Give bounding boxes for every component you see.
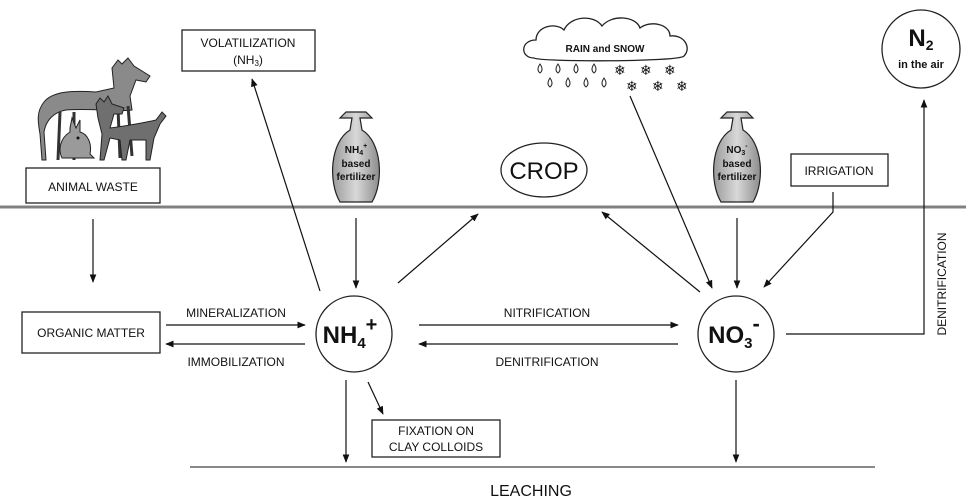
denitrification-vertical-label: DENITRIFICATION [935, 232, 949, 335]
animals-illustration [37, 57, 167, 161]
arrow-nh4-to-volatilization [251, 78, 321, 292]
arrow-nh4-to-crop [397, 213, 479, 284]
organic-matter-box [21, 311, 161, 354]
crop-label: CROP [509, 158, 578, 185]
nh4-fertilizer-bag: NH4+ based fertilizer [331, 111, 381, 203]
snowflake-icon: ❄ [652, 78, 664, 94]
doe-silhouette [37, 57, 151, 161]
snowflake-icon: ❄ [664, 62, 676, 78]
raindrop-icon [537, 63, 543, 74]
fixation-line2: CLAY COLLOIDS [389, 440, 483, 454]
snowflakes: ❄ ❄ ❄ ❄ ❄ ❄ [614, 62, 688, 94]
volatilization-box [181, 29, 316, 72]
immobilization-label: IMMOBILIZATION [187, 355, 284, 369]
nh4-node [315, 295, 393, 373]
rain-snow-cloud: RAIN and SNOW ❄ ❄ ❄ ❄ ❄ ❄ [523, 17, 688, 94]
arrow-rain-to-no3 [629, 95, 713, 289]
no3-formula: NO3- [708, 311, 760, 352]
snowflake-icon: ❄ [614, 62, 626, 78]
organic-matter-label: ORGANIC MATTER [37, 326, 145, 340]
raindrops [537, 63, 607, 88]
raindrop-icon [591, 63, 597, 74]
mineralization-label: MINERALIZATION [186, 306, 286, 320]
raindrop-icon [547, 77, 553, 88]
arrow-nh4-to-fixation [367, 381, 384, 415]
volatilization-formula: (NH3) [233, 53, 263, 68]
animal-waste-label: ANIMAL WASTE [48, 180, 138, 194]
bag-based-label: based [342, 159, 371, 170]
bag-shape [331, 111, 381, 203]
nh4-formula: NH4+ [323, 314, 378, 352]
irrigation-label: IRRIGATION [804, 164, 873, 178]
raindrop-icon [601, 77, 607, 88]
snowflake-icon: ❄ [676, 78, 688, 94]
bag-ion-label: NH4+ [345, 143, 367, 157]
arrow-no3-to-n2 [786, 99, 928, 335]
bag-fertilizer-label: fertilizer [718, 172, 757, 183]
fixation-line1: FIXATION ON [398, 424, 474, 438]
arrow-no3-to-crop [601, 211, 701, 293]
bag-ion-label: NO3- [726, 143, 748, 157]
snowflake-icon: ❄ [640, 62, 652, 78]
irrigation-box [790, 153, 889, 187]
flow-arrows [89, 78, 928, 463]
rain-snow-label: RAIN and SNOW [566, 44, 645, 55]
leaching-label: LEACHING [490, 483, 572, 500]
raindrop-icon [565, 77, 571, 88]
no3-node [697, 295, 775, 373]
nitrification-label: NITRIFICATION [504, 306, 590, 320]
raindrop-icon [573, 63, 579, 74]
n2-circle [881, 9, 961, 89]
fixation-box [371, 419, 501, 458]
denitrification-label: DENITRIFICATION [495, 355, 598, 369]
animal-waste-box [25, 167, 161, 204]
raindrop-icon [555, 63, 561, 74]
n2-caption: in the air [898, 59, 945, 71]
n2-formula: N2 [908, 25, 933, 53]
fawn-silhouette [95, 95, 167, 161]
volatilization-label: VOLATILIZATION [201, 36, 296, 50]
crop-ellipse [500, 142, 588, 198]
arrow-irrigation-to-no3 [763, 192, 834, 288]
bag-fertilizer-label: fertilizer [337, 172, 376, 183]
bag-based-label: based [723, 159, 752, 170]
cloud-shape [523, 17, 688, 62]
snowflake-icon: ❄ [626, 78, 638, 94]
bag-shape [712, 111, 762, 203]
no3-fertilizer-bag: NO3- based fertilizer [712, 111, 762, 203]
raindrop-icon [583, 77, 589, 88]
